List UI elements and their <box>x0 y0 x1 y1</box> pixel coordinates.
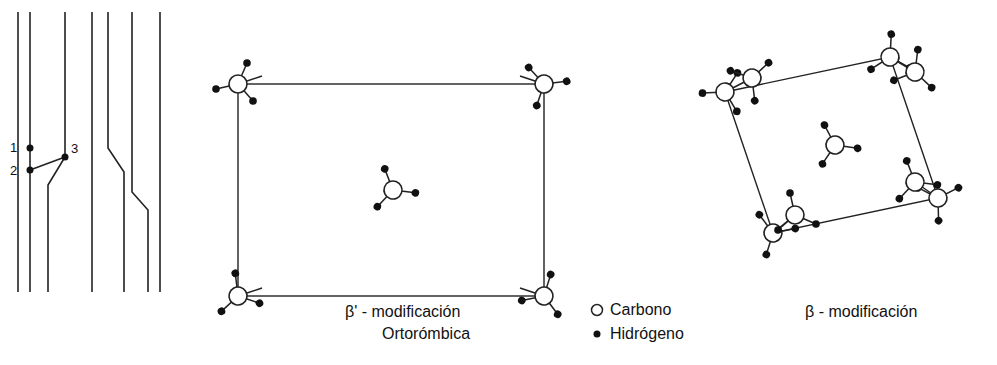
unit-cell <box>238 84 544 296</box>
legend-text: Hidrógeno <box>610 324 684 344</box>
callout-number: 3 <box>71 140 78 158</box>
crystal-system-label: Ortorómbica <box>382 325 470 343</box>
callout-number: 2 <box>10 162 17 180</box>
callout-number: 1 <box>10 139 17 157</box>
legend-row: Hidrógeno <box>590 324 684 344</box>
dislocation-lines <box>18 12 160 292</box>
carbon-symbol <box>590 303 604 317</box>
legend-text: Carbono <box>610 300 671 320</box>
molecules-orthorhombic <box>203 49 578 327</box>
phase-label: β' - modificación <box>345 303 460 321</box>
hydrogen-symbol <box>590 327 604 341</box>
legend-row: Carbono <box>590 300 671 320</box>
marked-points <box>27 145 69 174</box>
phase-label: β - modificación <box>805 303 917 321</box>
molecules-beta <box>696 27 968 265</box>
